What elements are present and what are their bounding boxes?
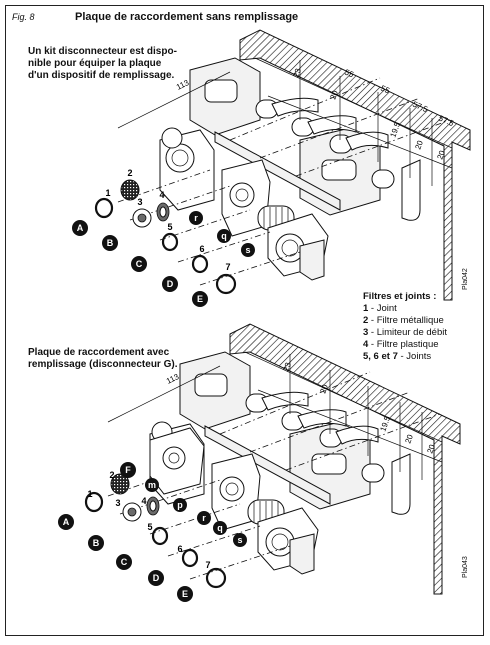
part-number: 5 [147, 522, 152, 532]
dimension-label: 113 [175, 78, 191, 92]
svg-text:A: A [77, 223, 84, 233]
dimension-label: 55 [379, 84, 391, 96]
badge-a: A [72, 220, 88, 236]
badge-m: m [145, 478, 159, 492]
dimension-label: 20 [318, 383, 330, 395]
svg-text:s: s [237, 535, 242, 545]
svg-text:s: s [245, 245, 250, 255]
svg-text:C: C [121, 557, 128, 567]
part-number: 7 [225, 262, 230, 272]
svg-text:q: q [221, 231, 227, 241]
badge-b: B [102, 235, 118, 251]
badge-r: r [189, 211, 203, 225]
badge-f: F [120, 462, 136, 478]
part-number: 3 [115, 498, 120, 508]
legend-item: 2 - Filtre métallique [363, 315, 444, 326]
part-number: 1 [105, 188, 110, 198]
badge-d: D [162, 276, 178, 292]
kit-note: Un kit disconnecteur est dispo- nible po… [28, 46, 177, 81]
legend-item: 4 - Filtre plastique [363, 339, 439, 350]
svg-text:D: D [167, 279, 174, 289]
badge-a: A [58, 514, 74, 530]
legend-item: 3 - Limiteur de débit [363, 327, 447, 338]
dimension-label: 23 [291, 67, 303, 79]
part-number: 6 [177, 544, 182, 554]
badge-r: r [197, 511, 211, 525]
part-number: 3 [137, 197, 142, 207]
badge-s: s [233, 533, 247, 547]
part-number: 2 [127, 168, 132, 178]
svg-text:B: B [107, 238, 114, 248]
badge-q: q [217, 229, 231, 243]
figure-label: Fig. 8 [12, 12, 35, 22]
part-number: 4 [159, 190, 164, 200]
legend-item: 5, 6 et 7 - Joints [363, 351, 432, 362]
badge-s: s [241, 243, 255, 257]
svg-text:E: E [182, 589, 188, 599]
dimension-label: 20 [328, 89, 340, 101]
part-number: 2 [109, 470, 114, 480]
svg-text:F: F [125, 465, 131, 475]
svg-text:C: C [136, 259, 143, 269]
svg-text:D: D [153, 573, 160, 583]
with-filling-note: Plaque de raccordement avec remplissage … [28, 347, 178, 370]
legend-item: 1 - Joint [363, 303, 397, 314]
dimension-label: 20 [435, 149, 447, 161]
badge-q: q [213, 521, 227, 535]
svg-text:E: E [197, 294, 203, 304]
legend-title: Filtres et joints : [363, 291, 437, 302]
badge-e: E [177, 586, 193, 602]
assembly-top: 113 23 55 55 57.5 57.5 20 19.5 20 20 1 2… [72, 28, 472, 307]
part-number: 6 [199, 244, 204, 254]
figure-title: Plaque de raccordement sans remplissage [75, 11, 299, 23]
part-number: 4 [141, 496, 146, 506]
badge-b: B [88, 535, 104, 551]
figure-frame [5, 5, 484, 636]
svg-text:r: r [194, 213, 198, 223]
part-number: 5 [167, 222, 172, 232]
badge-d: D [148, 570, 164, 586]
svg-text:A: A [63, 517, 70, 527]
badge-e: E [192, 291, 208, 307]
dimension-label: 20 [425, 443, 437, 455]
dimension-label: 23 [281, 361, 293, 373]
badge-c: C [131, 256, 147, 272]
dimension-label: 113 [165, 372, 181, 386]
part-number: 7 [205, 560, 210, 570]
svg-text:p: p [177, 500, 183, 510]
dimension-label: 55 [343, 68, 355, 80]
badge-p: p [173, 498, 187, 512]
badge-c: C [116, 554, 132, 570]
part-number: 1 [87, 489, 92, 499]
svg-text:r: r [202, 513, 206, 523]
svg-text:B: B [93, 538, 100, 548]
svg-text:q: q [217, 523, 223, 533]
svg-text:m: m [148, 480, 156, 490]
dimension-label: 20 [403, 433, 415, 445]
dimension-label: 20 [413, 139, 425, 151]
assembly-bottom: 113 23 20 19.5 20 20 1 2 3 4 5 6 7 A B C… [58, 322, 462, 602]
